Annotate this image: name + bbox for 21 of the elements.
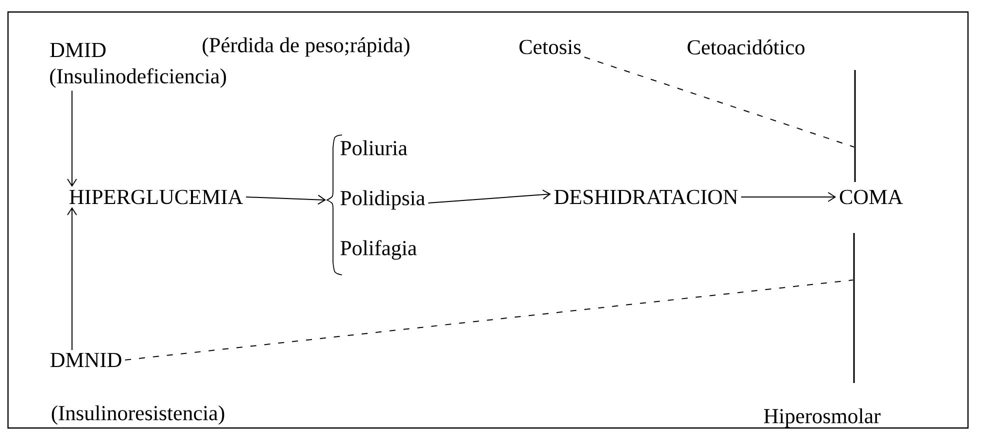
arrow [67,90,77,187]
arrow [246,194,326,205]
text-label: DMID [50,43,106,57]
dashed-line [124,280,854,360]
arrow [428,190,551,204]
term-label: COMA [840,190,903,204]
term-label: DESHIDRATACION [554,190,738,204]
text-label: (Insulinoresistencia) [52,405,224,425]
vertical-line [854,70,856,182]
term-label: (Insulinodeficiencia) [50,68,226,88]
term-label: HIPERGLUCEMIA [70,190,243,204]
symptom-list: Poliuria Polidipsia Polifagia [340,140,425,260]
term-label: Cetosis [519,40,581,54]
text-label: Hiperosmolar [764,408,880,428]
arrow [740,192,836,202]
term-label: DMNID [50,352,122,367]
text-label: Cetoacidótico [688,39,804,55]
dashed-line [584,56,854,148]
arrow [67,207,77,351]
vertical-line [853,233,855,383]
text-label: (Pérdida de peso;rápida) [202,37,410,57]
